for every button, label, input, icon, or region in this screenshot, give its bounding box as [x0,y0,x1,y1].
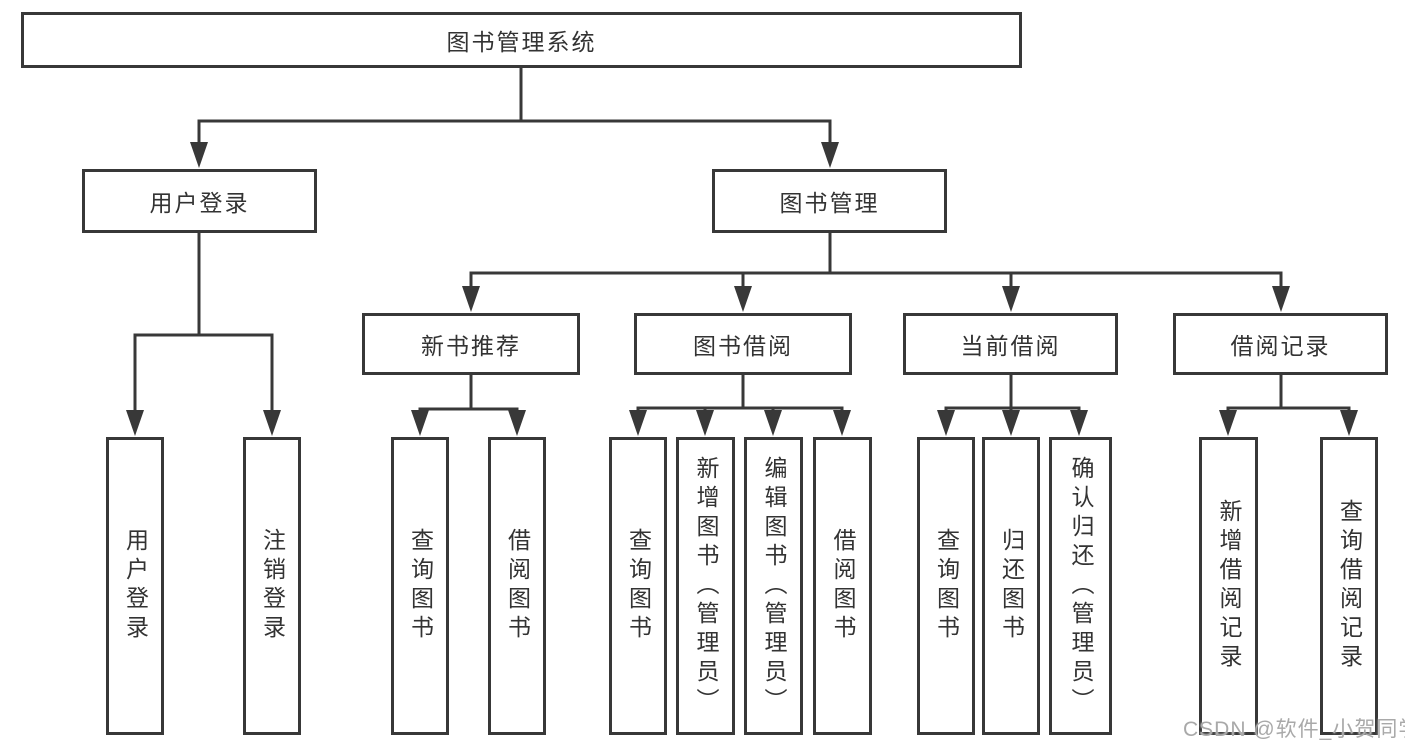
leaf-user-login-label: 用户登录 [122,528,149,644]
leaf-confirm-return-admin: 确认归还（管理员） [1049,437,1112,735]
node-borrow-records-label: 借阅记录 [1230,333,1331,359]
node-book-management-label: 图书管理 [779,190,880,216]
node-current-borrowing-label: 当前借阅 [960,333,1061,359]
leaf-edit-book-admin-label: 编辑图书（管理员） [761,455,787,717]
node-library-system: 图书管理系统 [21,12,1022,68]
leaf-return-books: 归还图书 [982,437,1040,735]
leaf-borrow-books: 借阅图书 [813,437,872,735]
leaf-query-books-borrow: 查询图书 [609,437,667,735]
node-new-book-recommend: 新书推荐 [362,313,580,375]
node-user-login: 用户登录 [82,169,317,233]
leaf-add-book-admin: 新增图书（管理员） [676,437,735,735]
node-book-borrowing: 图书借阅 [634,313,852,375]
leaf-add-borrow-record-label: 新增借阅记录 [1216,499,1242,673]
leaf-borrow-books-label: 借阅图书 [830,528,856,644]
leaf-edit-book-admin: 编辑图书（管理员） [744,437,803,735]
leaf-logout-label: 注销登录 [259,528,286,644]
node-user-login-label: 用户登录 [149,190,250,216]
leaf-borrow-books-recommend: 借阅图书 [488,437,546,735]
leaf-confirm-return-admin-label: 确认归还（管理员） [1068,455,1094,717]
node-book-management: 图书管理 [712,169,947,233]
node-library-system-label: 图书管理系统 [446,29,597,55]
leaf-add-book-admin-label: 新增图书（管理员） [693,455,719,717]
leaf-query-books-current: 查询图书 [917,437,975,735]
node-borrow-records: 借阅记录 [1173,313,1388,375]
leaf-borrow-books-recommend-label: 借阅图书 [504,528,531,644]
leaf-query-borrow-record-label: 查询借阅记录 [1336,499,1363,673]
leaf-add-borrow-record: 新增借阅记录 [1199,437,1258,735]
csdn-watermark: CSDN @软件_小贺同学 [1183,718,1405,741]
node-new-book-recommend-label: 新书推荐 [421,333,521,359]
leaf-logout: 注销登录 [243,437,301,735]
node-book-borrowing-label: 图书借阅 [693,333,793,359]
leaf-return-books-label: 归还图书 [998,528,1025,644]
node-current-borrowing: 当前借阅 [903,313,1118,375]
leaf-query-books-borrow-label: 查询图书 [625,528,652,644]
leaf-query-books-recommend: 查询图书 [391,437,449,735]
leaf-query-books-recommend-label: 查询图书 [407,528,434,644]
leaf-query-books-current-label: 查询图书 [933,528,960,644]
leaf-query-borrow-record: 查询借阅记录 [1320,437,1378,735]
leaf-user-login: 用户登录 [106,437,164,735]
